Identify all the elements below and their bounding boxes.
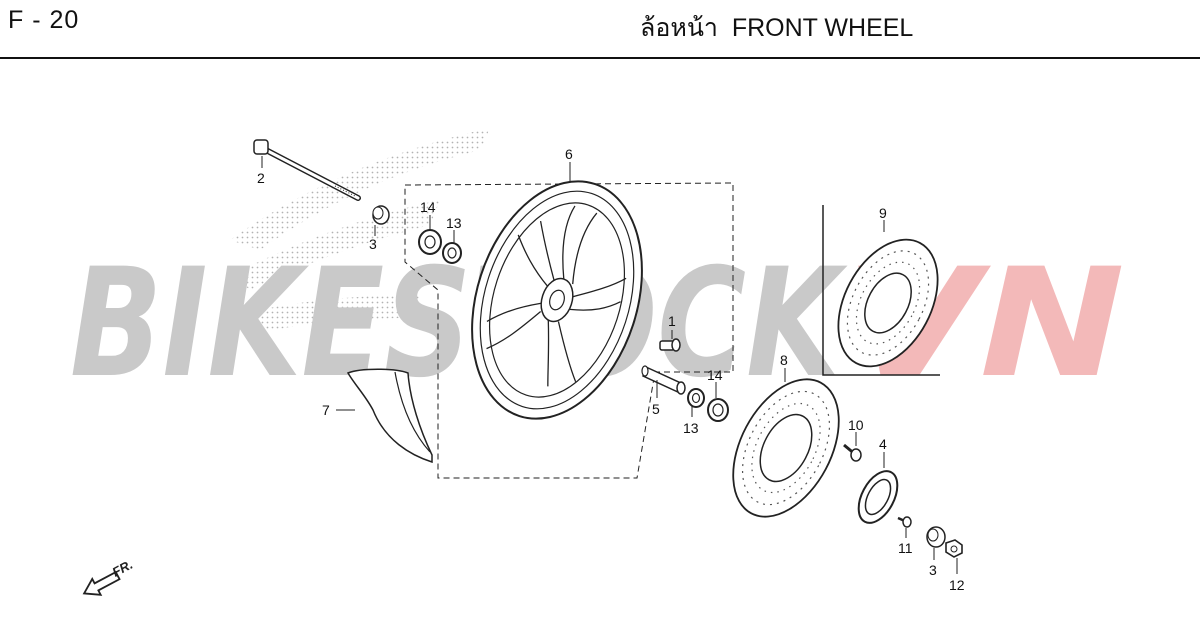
parts-diagram-svg: BIKESTOCK VN xyxy=(70,128,1125,596)
front-direction-indicator: FR. xyxy=(82,557,135,596)
axle-nut xyxy=(945,539,963,558)
front-wheel-rim xyxy=(471,180,643,420)
callout-9: 9 xyxy=(879,205,887,221)
callout-14-left: 14 xyxy=(420,199,436,215)
front-fender xyxy=(346,368,433,464)
tire-valve xyxy=(659,338,681,352)
assembly-boundary xyxy=(404,182,734,479)
callout-13-right: 13 xyxy=(683,420,699,436)
brake-disc-left xyxy=(837,238,939,368)
callout-leaders xyxy=(261,156,958,574)
watermark-text-gray: BIKESTOCK xyxy=(70,237,848,411)
bearing-left xyxy=(442,242,462,264)
callout-12: 12 xyxy=(949,577,965,593)
callout-7: 7 xyxy=(322,402,330,418)
dust-seal-left xyxy=(418,229,442,255)
axle-collar-right xyxy=(926,526,946,548)
distance-collar xyxy=(641,365,686,395)
brake-disc-right xyxy=(732,378,840,518)
callout-1: 1 xyxy=(668,313,676,329)
callout-11: 11 xyxy=(898,540,913,556)
dust-seal-right xyxy=(707,398,729,422)
callout-5: 5 xyxy=(652,401,660,417)
front-axle xyxy=(253,139,361,201)
callout-8: 8 xyxy=(780,352,788,368)
disc-bolt xyxy=(843,443,862,462)
callout-labels: 2 3 14 13 6 1 5 13 14 7 8 9 10 4 11 3 12 xyxy=(257,146,965,593)
bearing-right xyxy=(687,388,705,408)
callout-13-left: 13 xyxy=(446,215,462,231)
axle-collar-left xyxy=(372,205,390,225)
callout-10: 10 xyxy=(848,417,864,433)
diagram-code: F - 20 xyxy=(8,6,80,34)
callout-4: 4 xyxy=(879,436,887,452)
brand-wing-logo xyxy=(230,128,490,335)
diagram-title: ล้อหน้า FRONT WHEEL xyxy=(640,14,914,42)
callout-3-left: 3 xyxy=(369,236,377,252)
disc-9-bracket xyxy=(822,205,940,376)
callout-14-right: 14 xyxy=(707,367,723,383)
callout-2: 2 xyxy=(257,170,265,186)
callout-6: 6 xyxy=(565,146,573,162)
pulser-ring xyxy=(857,470,899,524)
front-direction-arrow-icon xyxy=(82,570,121,596)
header: F - 20 ล้อหน้า FRONT WHEEL xyxy=(0,0,1200,59)
callout-3-right: 3 xyxy=(929,562,937,578)
parts-diagram: BIKESTOCK VN xyxy=(0,60,1200,626)
header-divider xyxy=(0,57,1200,59)
pulser-screw xyxy=(897,516,912,528)
